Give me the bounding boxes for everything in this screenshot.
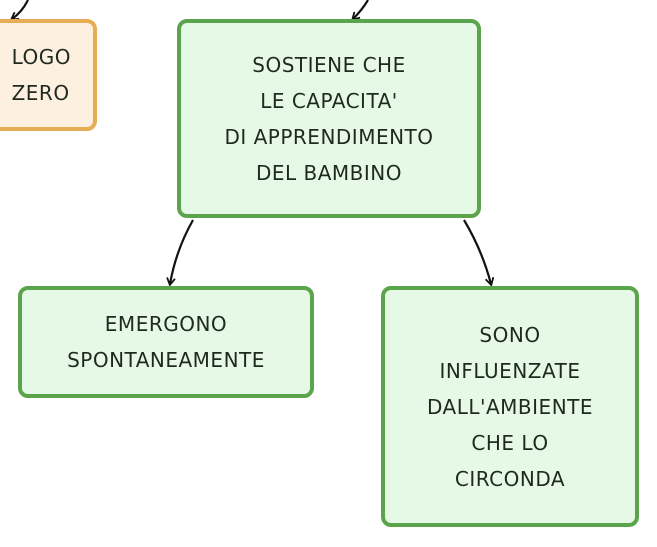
node-line: SONO: [479, 322, 541, 347]
node-line: SPONTANEAMENTE: [67, 348, 265, 372]
node-line: CIRCONDA: [454, 466, 566, 491]
node-emergono-text: EMERGONO SPONTANEAMENTE: [67, 306, 265, 378]
arrow-into-left-node: [9, 0, 29, 21]
node-line: DI APPRENDIMENTO: [224, 124, 434, 149]
node-line: LE CAPACITA': [260, 88, 398, 113]
node-sono-text: SONO INFLUENZATE DALL'AMBIENTE CHE LO CI…: [427, 317, 593, 497]
node-line: SOSTIENE CHE: [252, 52, 406, 77]
node-emergono: EMERGONO SPONTANEAMENTE: [18, 286, 314, 398]
node-main-capacita: SOSTIENE CHE LE CAPACITA' DI APPRENDIMEN…: [177, 19, 481, 218]
node-line: DALL'AMBIENTE: [426, 394, 594, 419]
node-line: EMERGONO: [104, 312, 228, 336]
arrow-main-to-emergono: [166, 219, 194, 287]
node-line: ZERO: [11, 81, 70, 105]
node-partial-left: LOGO ZERO: [0, 19, 97, 131]
arrow-main-to-sono: [463, 219, 495, 287]
node-line: DEL BAMBINO: [255, 160, 402, 185]
node-line: CHE LO: [471, 430, 549, 455]
node-line: LOGO: [11, 45, 71, 69]
arrow-into-main-node: [351, 0, 369, 21]
node-partial-left-text: LOGO ZERO: [12, 39, 71, 111]
node-sono-influenzate: SONO INFLUENZATE DALL'AMBIENTE CHE LO CI…: [381, 286, 639, 527]
node-line: INFLUENZATE: [439, 358, 581, 383]
node-main-text: SOSTIENE CHE LE CAPACITA' DI APPRENDIMEN…: [224, 47, 433, 191]
